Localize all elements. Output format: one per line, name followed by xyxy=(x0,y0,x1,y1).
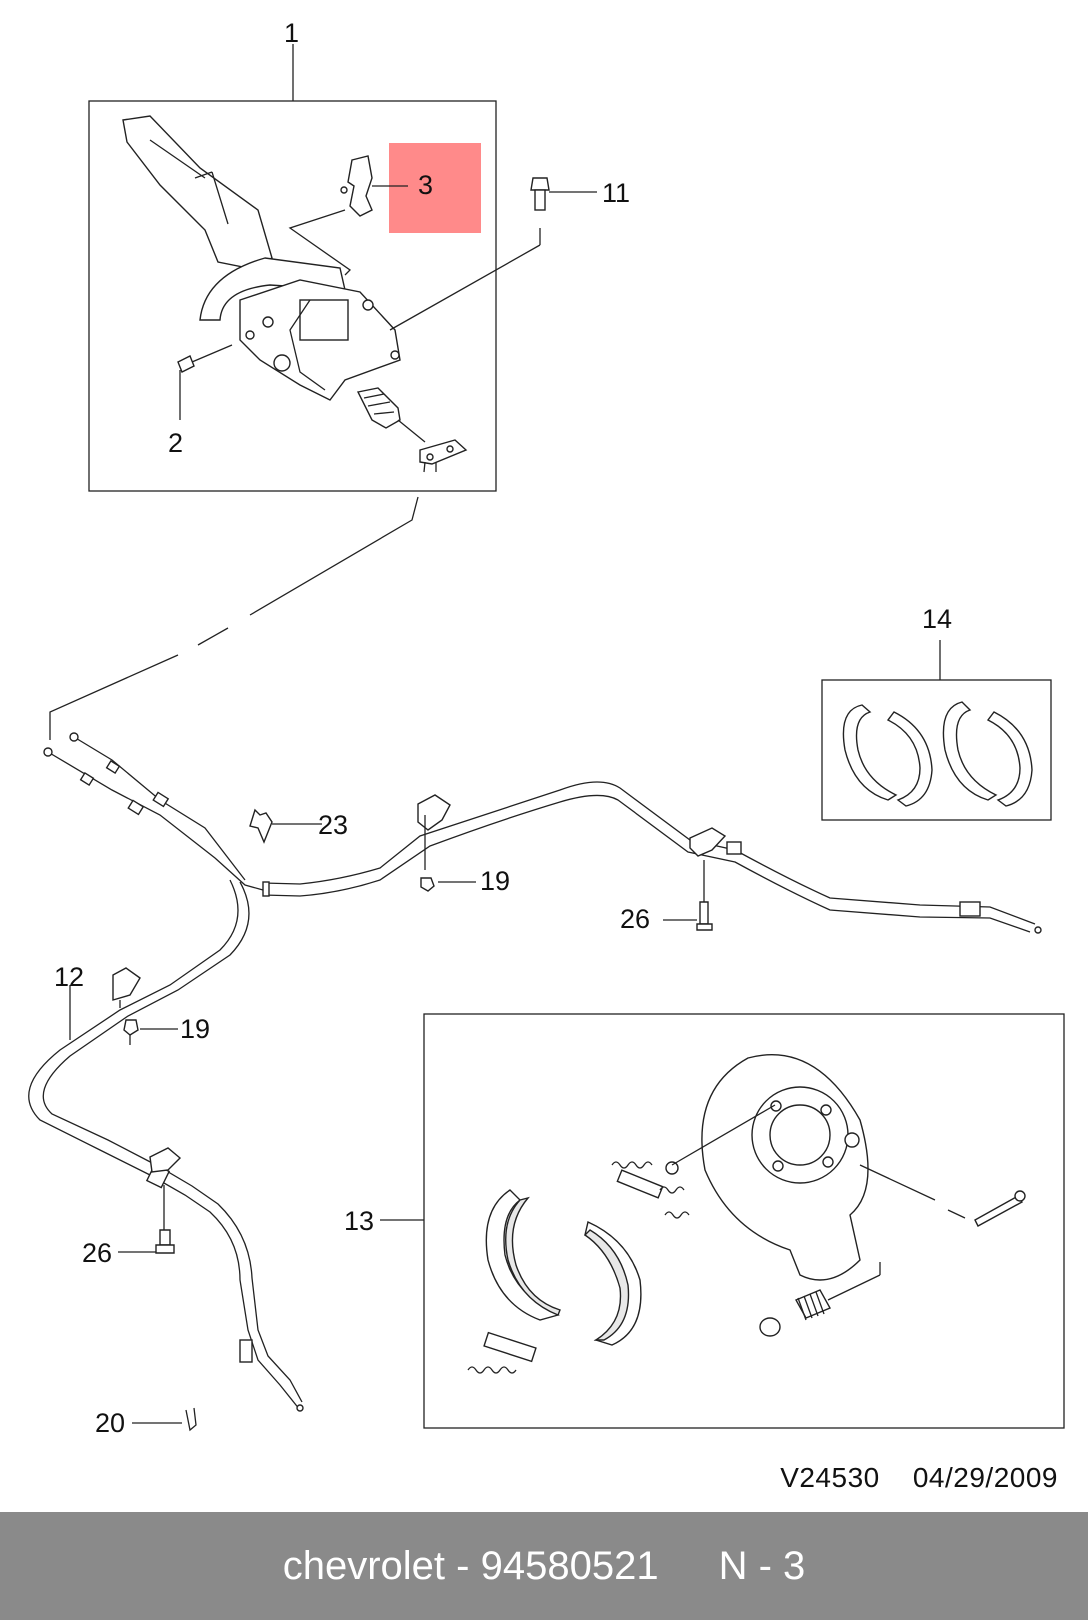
callout-12: 12 xyxy=(54,962,84,992)
part-23-clip xyxy=(249,808,322,844)
highlight-part-3 xyxy=(389,143,481,233)
callout-19-upper: 19 xyxy=(480,866,510,896)
brake-springs-hardware xyxy=(467,1104,881,1374)
backing-plate xyxy=(701,1054,966,1281)
part-26-lower xyxy=(118,1147,182,1254)
brake-shoe-set xyxy=(842,701,1033,807)
brake-shoes-frame xyxy=(821,679,1052,821)
callout-3: 3 xyxy=(418,170,433,200)
reference-code: V24530 04/29/2009 xyxy=(780,1462,1058,1494)
footer-brand: chevrolet xyxy=(282,1543,446,1588)
pin-bolt xyxy=(974,1190,1026,1227)
part-26-upper xyxy=(663,827,742,931)
callout-2: 2 xyxy=(168,428,183,458)
footer-position: N - 3 xyxy=(718,1543,806,1588)
left-brake-shoe xyxy=(485,1189,561,1321)
callout-26-upper: 26 xyxy=(620,904,650,934)
callout-14: 14 xyxy=(922,604,952,634)
part-3-clip xyxy=(340,155,408,217)
part-2-bolt xyxy=(177,344,233,420)
reference-date: 04/29/2009 xyxy=(912,1462,1058,1493)
callout-26-lower: 26 xyxy=(82,1238,112,1268)
footer-bar: chevrolet - 94580521 N - 3 xyxy=(0,1512,1088,1620)
part-20-clip xyxy=(132,1407,197,1432)
footer-part-number: 94580521 xyxy=(480,1543,659,1588)
right-brake-shoe xyxy=(583,1221,642,1346)
part-19-lower xyxy=(112,967,178,1045)
hand-brake-lever xyxy=(122,115,468,473)
callout-13: 13 xyxy=(344,1206,374,1236)
parking-brake-exploded-diagram: 1 3 11 2 14 23 19 26 12 19 13 26 20 xyxy=(28,18,1065,1438)
reference-code-value: V24530 xyxy=(780,1462,880,1493)
part-11-bolt xyxy=(389,177,597,331)
left-rear-cable xyxy=(28,879,304,1412)
right-rear-cable xyxy=(262,781,1042,934)
callout-11: 11 xyxy=(602,178,630,208)
callout-23: 23 xyxy=(318,810,348,840)
callout-20: 20 xyxy=(95,1408,125,1438)
callout-19-lower: 19 xyxy=(180,1014,210,1044)
lever-to-cable-connector xyxy=(49,496,419,740)
callout-1: 1 xyxy=(284,18,299,48)
front-cable xyxy=(43,732,264,891)
part-19-upper xyxy=(417,794,476,892)
drum-brake-frame xyxy=(423,1013,1065,1429)
